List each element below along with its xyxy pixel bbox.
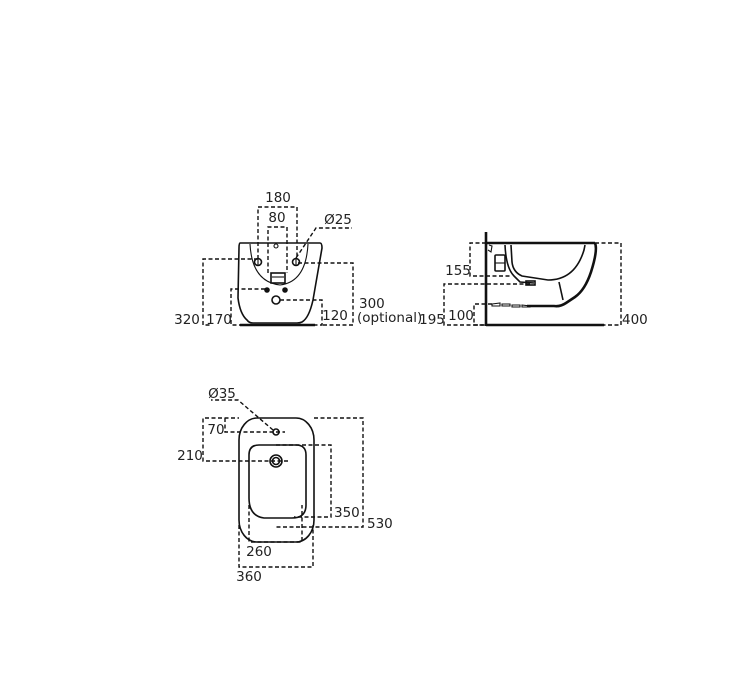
side-inner-basin — [510, 244, 586, 281]
top-inner-basin — [248, 444, 307, 519]
front-view: 180 80 Ø25 320 170 120 300 (optional) — [174, 190, 422, 328]
dim-350-label: 350 — [334, 505, 360, 521]
tap-hole-icon — [273, 243, 279, 249]
side-bowl-shell — [527, 242, 598, 308]
supply-dot-left-icon — [264, 287, 270, 293]
front-bowl-outline — [237, 242, 323, 324]
dim-360-label: 360 — [236, 569, 262, 585]
dim-100-label: 100 — [448, 308, 474, 324]
dim-300-label: 300 — [359, 296, 385, 312]
dim-d35-label: Ø35 — [208, 386, 236, 402]
top-outer-outline — [238, 417, 315, 543]
waste-outlet-icon — [271, 295, 281, 305]
dim-d25-label: Ø25 — [324, 212, 352, 228]
dim-70-label: 70 — [207, 422, 224, 438]
top-drain-icon — [269, 454, 283, 468]
dim-120-label: 120 — [322, 308, 348, 324]
top-view: Ø35 70 210 350 530 260 360 — [177, 386, 393, 585]
dim-155-label: 155 — [445, 263, 471, 279]
dim-170-label: 170 — [206, 312, 232, 328]
dim-530-label: 530 — [367, 516, 393, 532]
front-drain-slot — [270, 272, 286, 284]
dim-320-label: 320 — [174, 312, 200, 328]
dim-260-label: 260 — [246, 544, 272, 560]
dim-300-note: (optional) — [357, 310, 422, 326]
dim-80-label: 80 — [268, 210, 285, 226]
dim-195-label: 195 — [419, 312, 445, 328]
supply-dot-right-icon — [282, 287, 288, 293]
dim-210-label: 210 — [177, 448, 203, 464]
side-view: 155 195 100 400 — [419, 232, 648, 328]
dim-180-label: 180 — [265, 190, 291, 206]
dim-400-label: 400 — [622, 312, 648, 328]
